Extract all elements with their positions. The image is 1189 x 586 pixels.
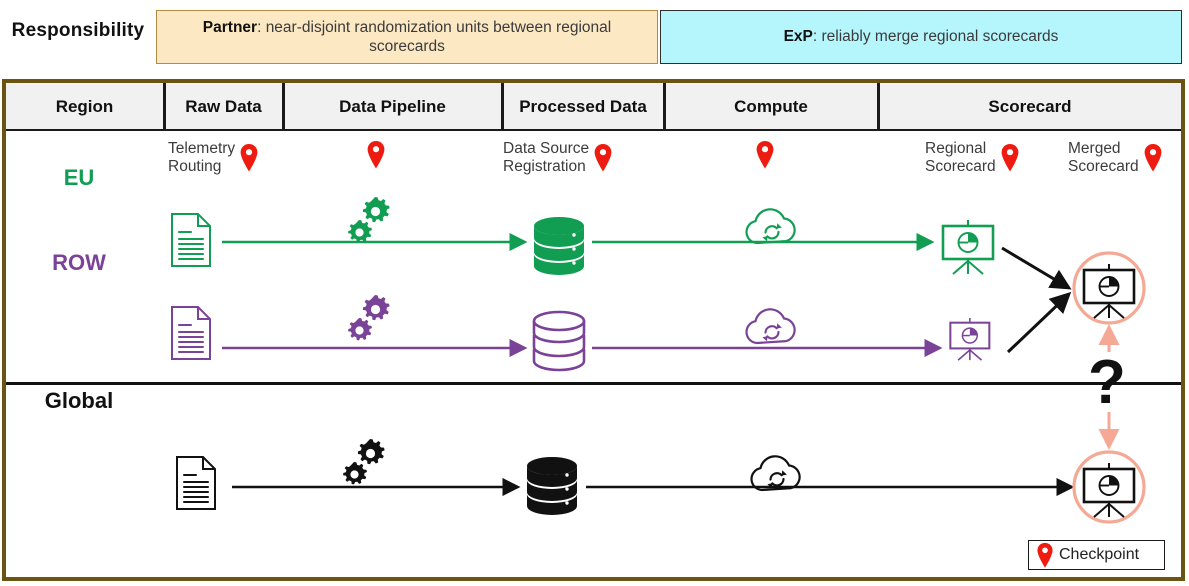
column-header-raw-data: Raw Data bbox=[185, 97, 262, 116]
checkpoint-label: Regional Scorecard bbox=[925, 140, 996, 175]
map-pin-icon bbox=[754, 140, 776, 170]
checkpoint-data-pipeline bbox=[362, 140, 387, 170]
question-mark: ? bbox=[1088, 348, 1126, 417]
checkpoint-compute bbox=[751, 140, 776, 170]
checkpoint-label: Data Source Registration bbox=[503, 140, 590, 175]
map-pin-icon bbox=[238, 143, 260, 173]
map-pin-icon bbox=[592, 143, 614, 173]
exp-bold: ExP bbox=[783, 28, 813, 45]
checkpoint-label: Merged Scorecard bbox=[1068, 140, 1139, 175]
row-label-global: Global bbox=[44, 388, 114, 413]
column-divider-4 bbox=[663, 83, 666, 131]
legend-label: Checkpoint bbox=[1059, 546, 1140, 563]
responsibility-row: Responsibility Partner: near-disjoint ra… bbox=[0, 4, 1189, 68]
checkpoint-label: Telemetry Routing bbox=[168, 140, 236, 175]
exp-detail: : reliably merge regional scorecards bbox=[812, 28, 1059, 45]
map-pin-icon bbox=[1142, 143, 1164, 173]
partner-detail: : near-disjoint randomization units betw… bbox=[257, 18, 612, 55]
column-divider-1 bbox=[163, 83, 166, 131]
row-label-row: ROW bbox=[52, 250, 106, 275]
responsibility-exp-box: ExP: reliably merge regional scorecards bbox=[660, 10, 1182, 64]
checkpoint-telemetry-routing: Telemetry Routing bbox=[168, 140, 260, 176]
column-header-scorecard: Scorecard bbox=[988, 97, 1072, 116]
column-divider-3 bbox=[501, 83, 504, 131]
legend-checkpoint: Checkpoint bbox=[1028, 540, 1165, 570]
exp-text: ExP: reliably merge regional scorecards bbox=[784, 28, 1059, 46]
partner-bold: Partner bbox=[202, 18, 258, 36]
checkpoint-data-source-registration: Data Source Registration bbox=[503, 140, 614, 176]
partner-text: Partner: near-disjoint randomization uni… bbox=[165, 18, 649, 57]
responsibility-partner-box: Partner: near-disjoint randomization uni… bbox=[156, 10, 658, 64]
table-header-band bbox=[6, 83, 1181, 131]
checkpoint-merged-scorecard: Merged Scorecard bbox=[1068, 140, 1164, 176]
map-pin-icon bbox=[1035, 542, 1055, 569]
map-pin-icon bbox=[365, 140, 387, 170]
column-header-processed-data: Processed Data bbox=[519, 97, 647, 116]
column-divider-5 bbox=[877, 83, 880, 131]
column-header-compute: Compute bbox=[734, 97, 808, 116]
column-header-region: Region bbox=[55, 97, 114, 116]
column-header-data-pipeline: Data Pipeline bbox=[339, 97, 446, 116]
column-divider-2 bbox=[282, 83, 285, 131]
checkpoint-regional-scorecard: Regional Scorecard bbox=[925, 140, 1021, 176]
row-label-eu: EU bbox=[63, 165, 95, 190]
responsibility-label: Responsibility bbox=[11, 20, 145, 41]
regional-global-separator bbox=[6, 382, 1181, 385]
map-pin-icon bbox=[999, 143, 1021, 173]
